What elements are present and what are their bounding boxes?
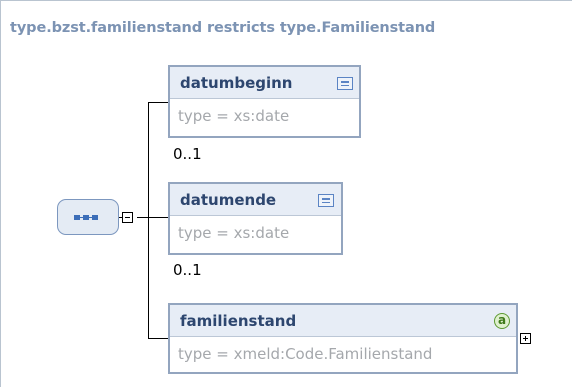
expand-toggle-icon[interactable] bbox=[520, 333, 531, 344]
element-type: type = xs:date bbox=[178, 224, 290, 242]
documentation-icon bbox=[318, 194, 334, 207]
documentation-icon bbox=[337, 77, 353, 90]
connector-to-datumbeginn bbox=[148, 102, 168, 103]
sequence-compositor[interactable] bbox=[57, 199, 119, 235]
connector-sequence-stub bbox=[119, 217, 122, 218]
element-type: type = xs:date bbox=[178, 107, 290, 125]
collapse-toggle-icon[interactable] bbox=[122, 212, 133, 223]
element-datumende[interactable]: datumende type = xs:date bbox=[168, 182, 343, 255]
attributes-icon: a bbox=[494, 313, 510, 329]
element-name: datumbeginn bbox=[180, 74, 293, 92]
element-datumbeginn[interactable]: datumbeginn type = xs:date bbox=[168, 65, 361, 138]
element-name: datumende bbox=[180, 191, 277, 209]
cardinality-label: 0..1 bbox=[173, 145, 202, 163]
cardinality-label: 0..1 bbox=[173, 261, 202, 279]
connector-vertical bbox=[148, 102, 149, 338]
element-type: type = xmeld:Code.Familienstand bbox=[178, 345, 433, 363]
connector-to-datumende bbox=[137, 217, 168, 218]
element-familienstand[interactable]: familienstand a type = xmeld:Code.Famili… bbox=[168, 303, 518, 374]
connector-to-familienstand bbox=[148, 338, 168, 339]
element-name: familienstand bbox=[180, 312, 297, 330]
diagram-title: type.bzst.familienstand restricts type.F… bbox=[10, 20, 436, 36]
